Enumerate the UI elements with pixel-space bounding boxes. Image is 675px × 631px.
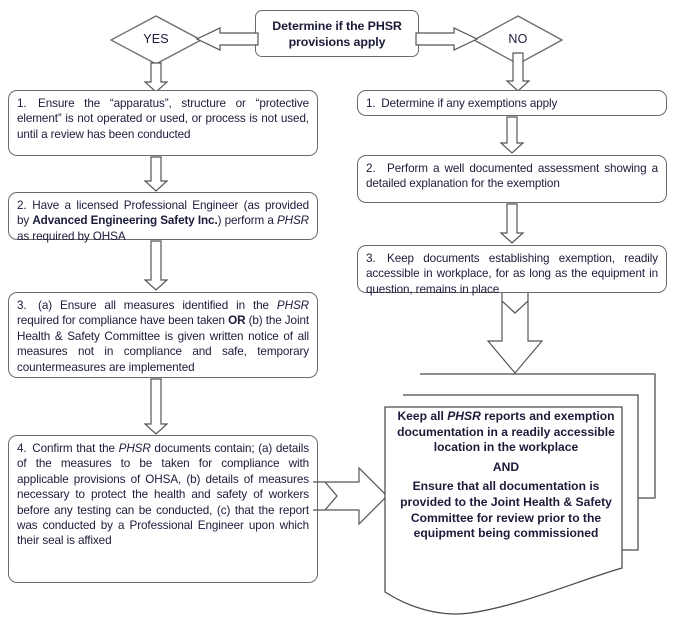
step-box-yes-2-mid: ) perform a (217, 214, 277, 228)
document-stack-shape (370, 368, 675, 623)
decision-yes: YES (110, 15, 202, 65)
document-line1-pre: Keep all (397, 409, 448, 423)
step-box-yes-2: 2. Have a licensed Professional Engineer… (8, 192, 318, 243)
decision-yes-label: YES (143, 32, 169, 46)
connector-step3-to-step4 (143, 378, 169, 435)
step-box-yes-3-seg-b: required for compliance have been taken (17, 314, 229, 328)
step-box-yes-1-text: 1. Ensure the “apparatus”, structure or … (17, 97, 309, 141)
step-box-yes-3: 3. (a) Ensure all measures identified in… (8, 292, 318, 378)
decision-no: NO (473, 15, 563, 65)
step-box-yes-4: 4. Confirm that the PHSR documents conta… (8, 435, 318, 583)
document-stack-text: Keep all PHSR reports and exemption docu… (387, 409, 625, 542)
connector-step2-to-step3 (143, 240, 169, 291)
step-box-no-3-text: 3. Keep documents establishing exemption… (366, 252, 658, 296)
step-box-yes-2-pre: 2. Have a licensed Professional Engineer… (17, 199, 309, 228)
document-line1-phsr: PHSR (447, 409, 481, 423)
step-box-yes-1: 1. Ensure the “apparatus”, structure or … (8, 90, 318, 156)
step-box-no-1: 1. Determine if any exemptions apply (357, 90, 667, 116)
connector-title-to-yes (195, 27, 259, 52)
connector-exempt1-to-exempt2 (499, 116, 525, 154)
step-box-yes-4-post: documents contain; (a) details of the me… (17, 442, 309, 548)
document-conjunction: AND (492, 459, 520, 474)
step-box-no-3: 3. Keep documents establishing exemption… (357, 245, 667, 296)
start-box-determine-phsr: Determine if the PHSR provisions apply (255, 10, 419, 57)
document-line2: Ensure that all documentation is provide… (400, 479, 612, 541)
step-box-yes-3-phsr: PHSR (276, 299, 309, 312)
step-box-yes-2-company: Advanced Engineering Safety Inc. (32, 214, 218, 228)
connector-step1-to-step2 (143, 156, 169, 192)
step-box-yes-3-or: OR (228, 314, 246, 328)
step-box-no-2-text: 2. Perform a well documented assessment … (366, 162, 658, 191)
step-box-yes-3-seg-a: 3. (a) Ensure all measures identified in… (17, 299, 277, 312)
start-box-label: Determine if the PHSR provisions apply (272, 19, 402, 49)
decision-no-label: NO (508, 32, 528, 46)
step-box-yes-2-post: as required by OHSA (17, 229, 126, 243)
connector-exempt2-to-exempt3 (499, 203, 525, 244)
step-box-no-1-text: 1. Determine if any exemptions apply (366, 96, 558, 110)
step-box-no-2: 2. Perform a well documented assessment … (357, 155, 667, 203)
step-box-yes-4-phsr: PHSR (118, 442, 151, 455)
connector-yes-to-step1 (143, 62, 169, 93)
connector-title-to-no (415, 27, 479, 52)
step-box-yes-2-phsr: PHSR (276, 214, 310, 228)
connector-exempt3-to-documents (485, 293, 545, 375)
document-line1-post: reports and exemption documentation in a… (397, 409, 615, 455)
step-box-yes-4-pre: 4. Confirm that the (17, 442, 119, 455)
step-box-yes-3-seg-c: (b) the Joint Health & Safety Committee … (17, 314, 309, 374)
